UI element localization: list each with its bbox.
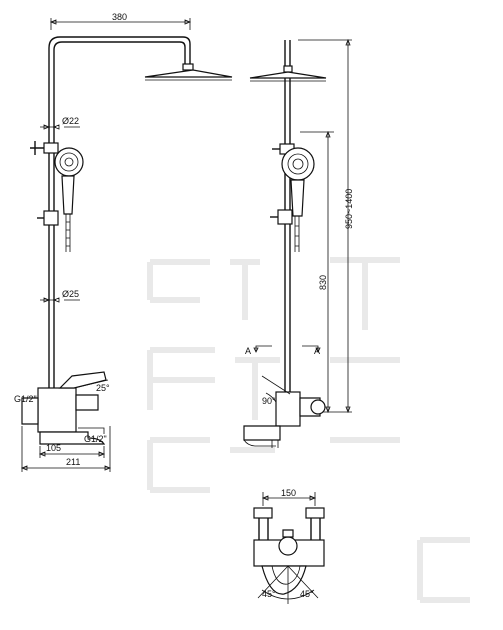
dim-height-range: 950~1400 — [344, 189, 354, 229]
dim-angle-left: 45° — [262, 589, 276, 599]
front-view: 380 Ø22 Ø25 25° G1/2" — [14, 12, 233, 472]
dim-angle-side: 90° — [262, 396, 276, 406]
section-mark-right: A — [314, 346, 320, 356]
section-mark-left: A — [245, 346, 251, 356]
dim-pipe-dia-upper: Ø22 — [62, 116, 79, 126]
dim-spout-offset: 105 — [46, 443, 61, 453]
dim-height-fixed: 830 — [318, 275, 328, 290]
watermark — [147, 257, 470, 603]
dim-width-top: 380 — [112, 12, 127, 22]
side-view: 950~1400 830 A A 90° — [243, 38, 354, 448]
dim-total-depth: 211 — [66, 457, 80, 467]
dim-inlet-thread-left: G1/2" — [14, 394, 37, 404]
dim-pipe-dia-lower: Ø25 — [62, 289, 79, 299]
dim-inlet-spacing: 150 — [281, 488, 296, 498]
dim-angle-right: 45° — [300, 589, 314, 599]
dim-angle-lever: 25° — [96, 383, 110, 393]
dim-outlet-thread: G1/2" — [84, 434, 107, 444]
top-view: 150 45° 45° — [253, 488, 325, 604]
